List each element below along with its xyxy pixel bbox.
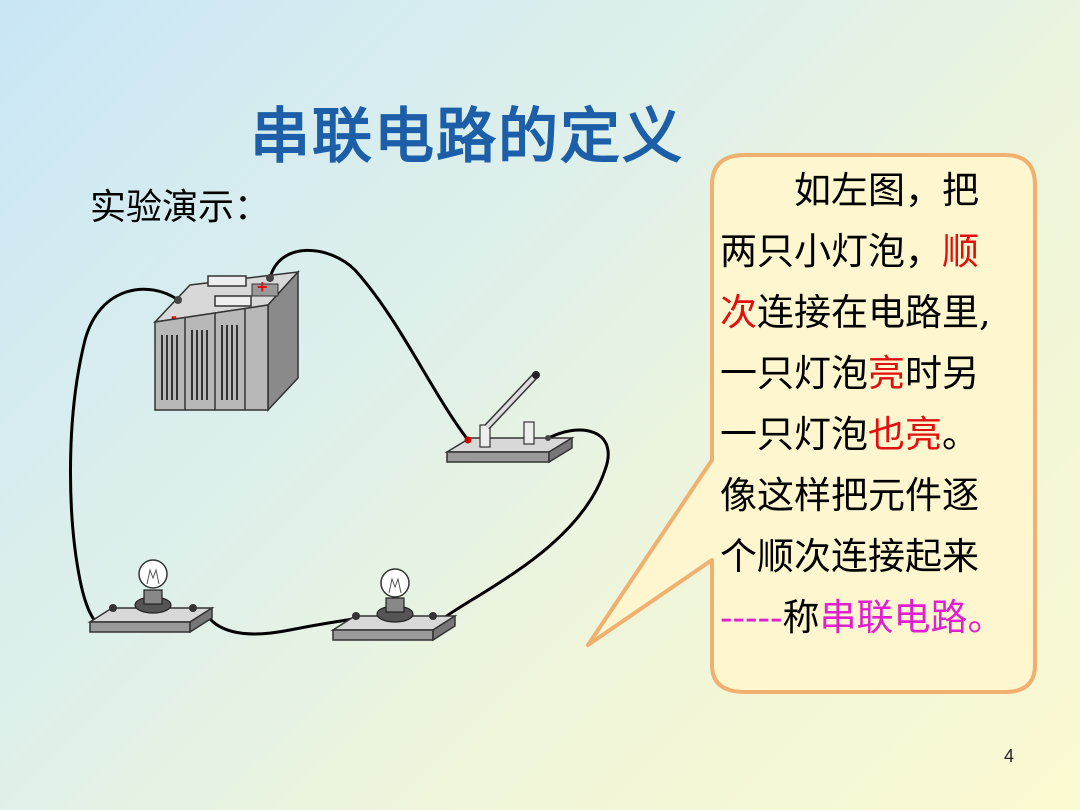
definition-line: 次连接在电路里, bbox=[720, 282, 1040, 343]
definition-segment: 如左图，把 bbox=[720, 169, 979, 212]
battery-plus-label: + bbox=[257, 277, 268, 297]
definition-line: 像这样把元件逐 bbox=[720, 465, 1040, 526]
wires bbox=[69, 248, 610, 636]
bulb-2 bbox=[330, 568, 458, 642]
definition-segment: 顺 bbox=[942, 230, 979, 273]
definition-segment: 称 bbox=[782, 596, 820, 639]
definition-line: 个顺次连接起来 bbox=[720, 526, 1040, 587]
battery-minus-label: - bbox=[171, 306, 177, 326]
wire-battery-to-switch bbox=[268, 248, 470, 441]
definition-line: -----称串联电路。 bbox=[720, 587, 1040, 648]
wire-battery-to-bulb1 bbox=[69, 287, 179, 632]
definition-line: 两只小灯泡，顺 bbox=[720, 221, 1040, 282]
definition-segment: 串联电路。 bbox=[819, 596, 1005, 639]
definition-line: 一只灯泡也亮。 bbox=[720, 404, 1040, 465]
definition-segment: 像这样把元件逐 bbox=[720, 474, 979, 517]
definition-segment: 两只小灯泡， bbox=[720, 230, 942, 273]
page-number: 4 bbox=[1003, 746, 1014, 766]
definition-segment: 个顺次连接起来 bbox=[720, 535, 979, 578]
wire-bulb1-to-bulb2 bbox=[203, 611, 359, 636]
definition-segment: 。 bbox=[942, 413, 979, 456]
definition-segment: 也亮 bbox=[868, 413, 942, 456]
bulb-1 bbox=[87, 559, 215, 634]
definition-segment: 次 bbox=[720, 291, 757, 334]
switch bbox=[444, 371, 575, 464]
definition-segment: 一只灯泡 bbox=[720, 352, 868, 395]
slide-title: 串联电路的定义 bbox=[250, 102, 684, 172]
battery bbox=[152, 270, 300, 412]
definition-segment: 亮 bbox=[868, 352, 905, 395]
definition-text: 如左图，把两只小灯泡，顺次连接在电路里,一只灯泡亮时另一只灯泡也亮。像这样把元件… bbox=[720, 160, 1040, 648]
definition-segment: ----- bbox=[720, 596, 783, 639]
definition-segment: 连接在电路里, bbox=[757, 291, 991, 334]
definition-line: 一只灯泡亮时另 bbox=[720, 343, 1040, 404]
definition-line: 如左图，把 bbox=[720, 160, 1040, 221]
definition-segment: 时另 bbox=[905, 352, 979, 395]
definition-segment: 一只灯泡 bbox=[720, 413, 868, 456]
experiment-label: 实验演示： bbox=[90, 187, 271, 228]
wire-switch-to-bulb2 bbox=[433, 428, 610, 627]
